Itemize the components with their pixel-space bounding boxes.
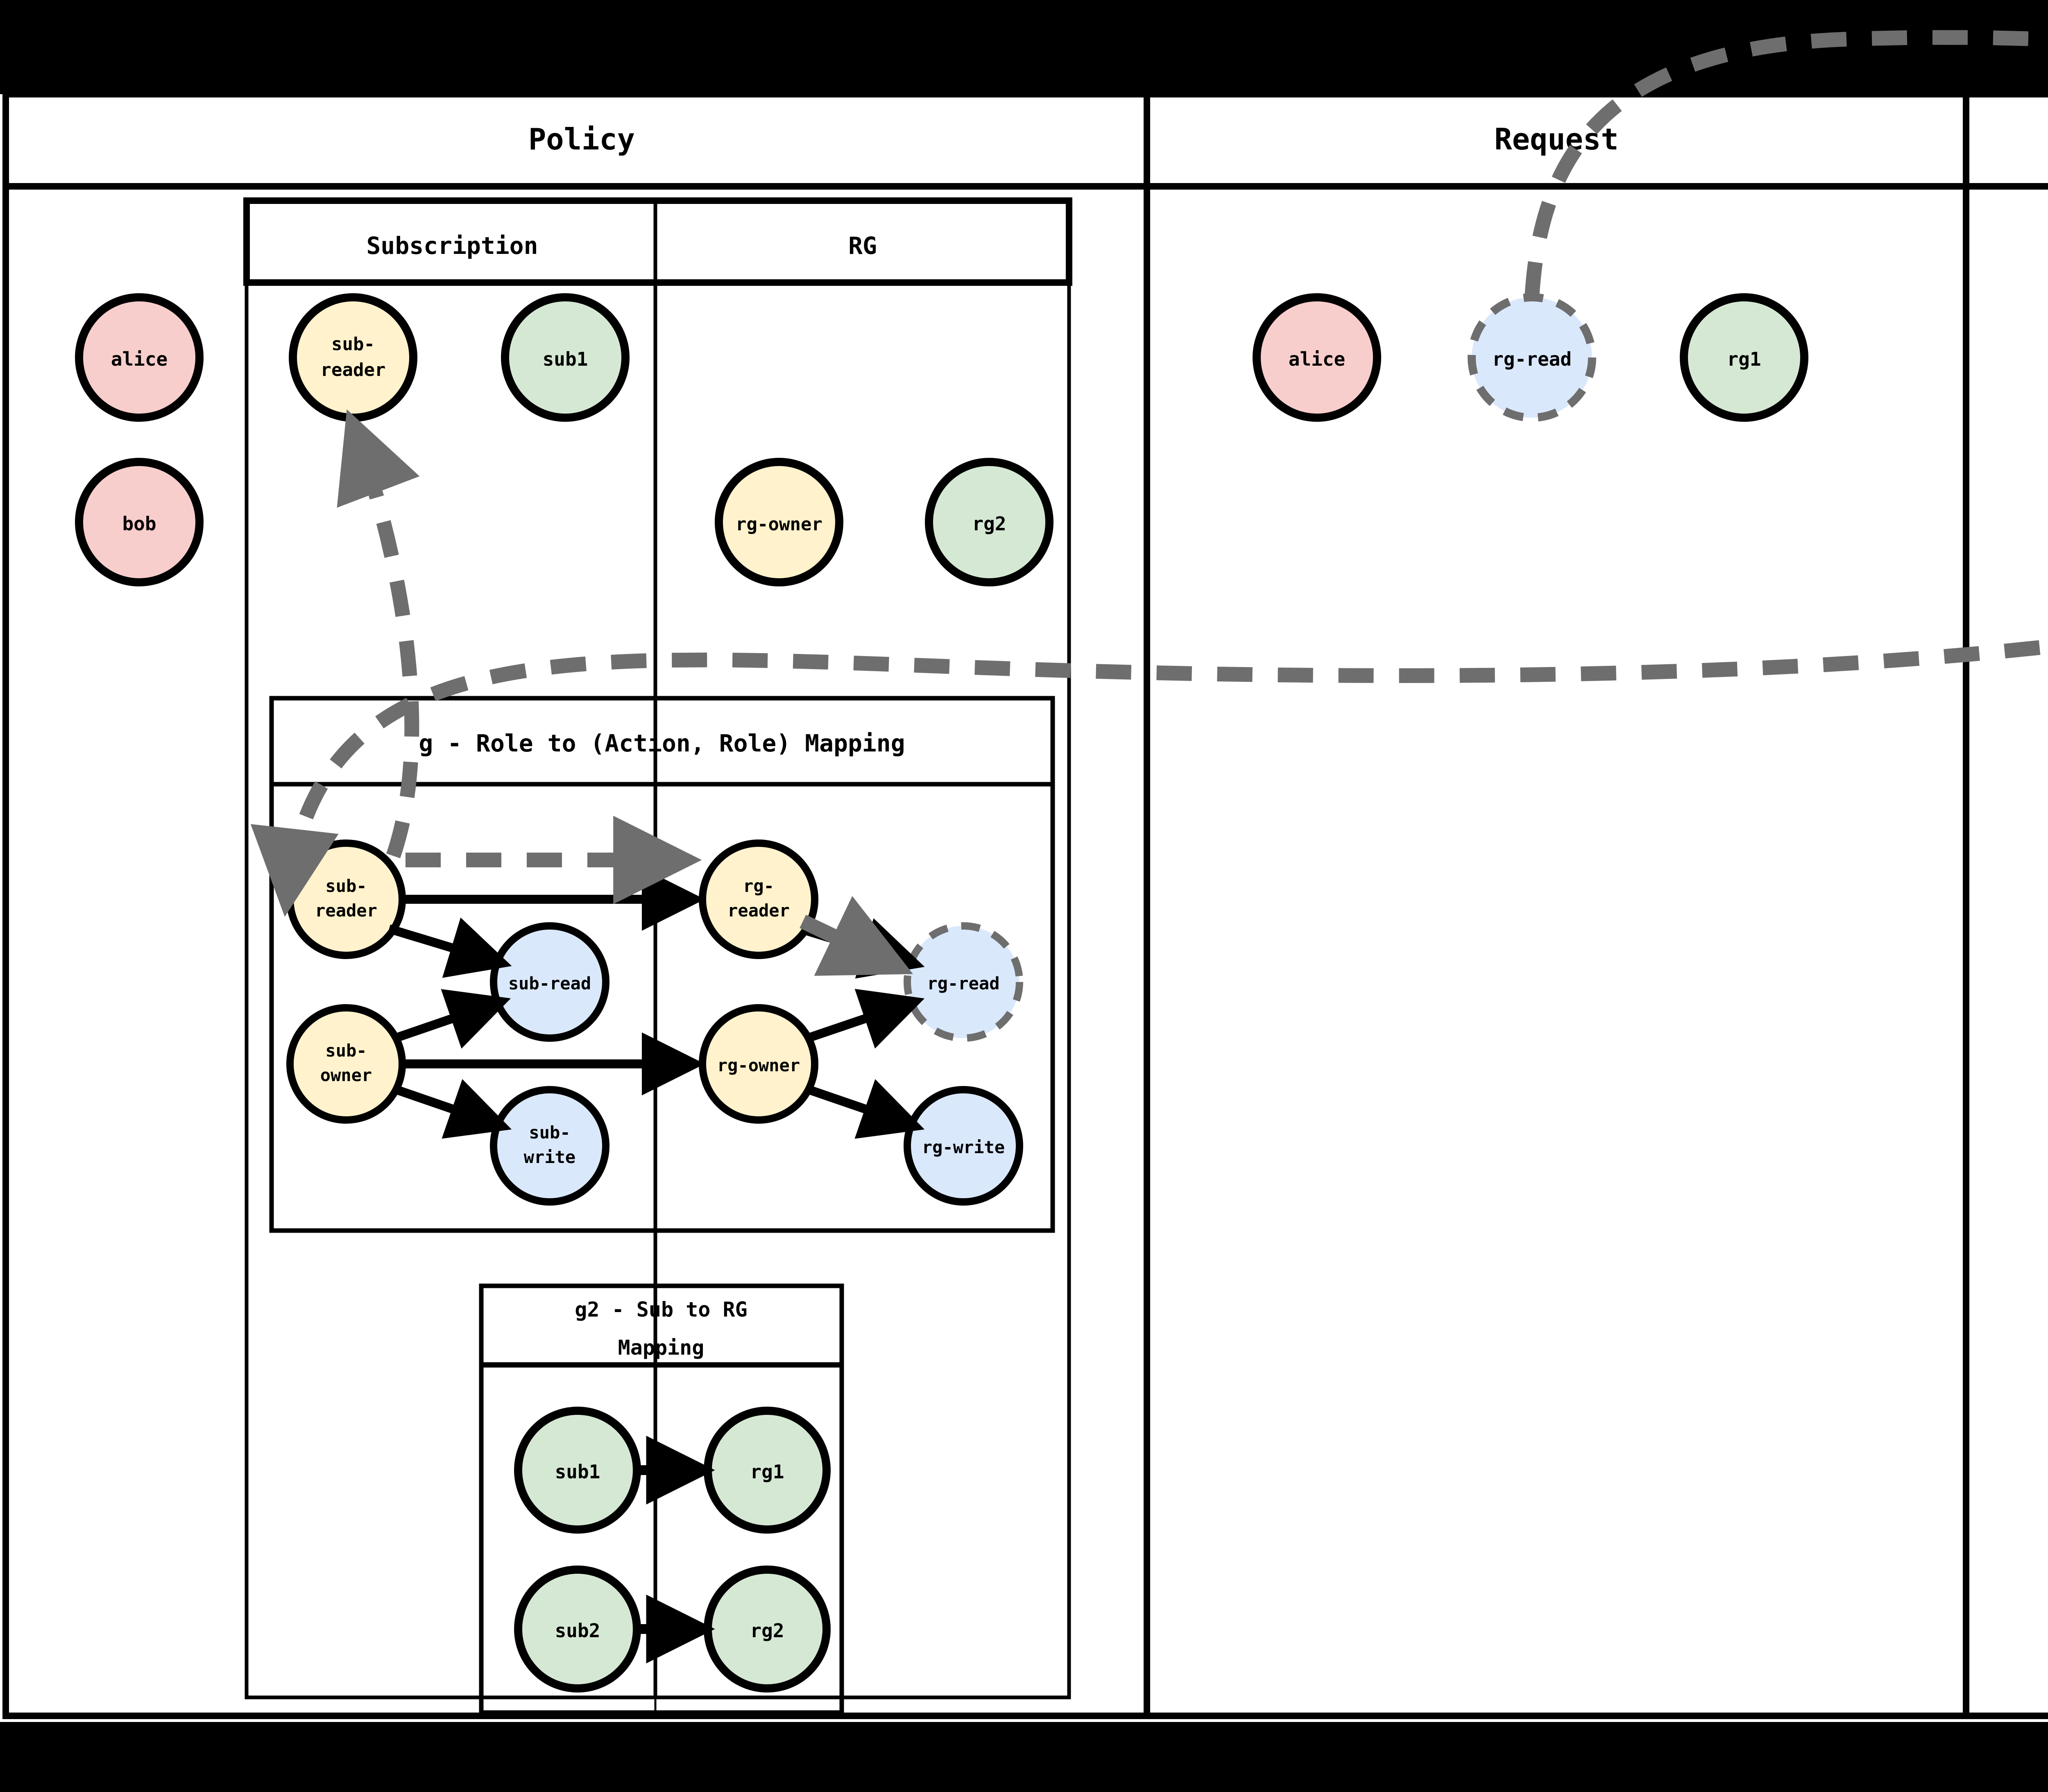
g-node-sub-write-label: write <box>524 1147 575 1167</box>
g2-mapping-edges <box>640 1436 715 1663</box>
g2-node-rg2[interactable]: rg2 <box>704 1566 831 1692</box>
panel-title-policy: Policy <box>528 122 635 156</box>
policy-user-bob-label: bob <box>122 513 156 535</box>
request-node-rg1[interactable]: rg1 <box>1680 293 1808 422</box>
svg-text:rg-: rg- <box>743 876 774 896</box>
g2-mapping-title-line2: Mapping <box>618 1336 705 1360</box>
flow-connectors <box>251 30 2048 976</box>
flow-g-rgreader-to-rgread <box>800 896 913 976</box>
g-node-sub-write[interactable]: sub- write <box>490 1086 609 1206</box>
column-header-rg: RG <box>848 232 877 260</box>
g-node-sub-reader-label: reader <box>315 901 377 921</box>
g2-node-sub2-label: sub2 <box>555 1620 600 1642</box>
g-node-rg-read-label: rg-read <box>927 973 999 993</box>
svg-text:sub-: sub- <box>325 1041 367 1061</box>
g-node-sub-owner-label: owner <box>320 1065 372 1085</box>
g-node-rg-write[interactable]: rg-write <box>904 1086 1023 1206</box>
policy-node-sub1[interactable]: sub1 <box>501 293 630 422</box>
edge-subowner-subwrite <box>394 1079 512 1139</box>
g2-node-sub1-label: sub1 <box>555 1461 600 1483</box>
g-node-rg-owner[interactable]: rg-owner <box>699 1004 818 1124</box>
g2-node-sub2[interactable]: sub2 <box>514 1566 641 1692</box>
g-node-rg-reader-label: reader <box>727 901 790 921</box>
request-node-rg1-label: rg1 <box>1727 348 1761 370</box>
g2-node-rg1-label: rg1 <box>750 1461 784 1483</box>
g-node-rg-owner-label: rg-owner <box>717 1055 800 1075</box>
request-node-rg-read[interactable]: rg-read <box>1468 293 1596 422</box>
g-mapping-title: g - Role to (Action, Role) Mapping <box>419 729 905 757</box>
policy-node-sub-reader[interactable]: sub- reader <box>289 293 417 422</box>
svg-text:sub-: sub- <box>325 876 367 896</box>
request-node-alice-label: alice <box>1289 348 1345 370</box>
edge-rgowner-rgread <box>806 989 925 1049</box>
flow-g-subreader-to-policy-subreader <box>337 409 420 858</box>
flow-request-to-matching <box>1525 30 2048 298</box>
panel-frame <box>2 91 2048 1719</box>
edge-rgowner-rgwrite <box>806 1079 925 1139</box>
g-node-rg-write-label: rg-write <box>922 1137 1005 1157</box>
svg-text:sub-: sub- <box>529 1122 570 1143</box>
policy-user-alice-label: alice <box>111 348 168 370</box>
g-node-sub-owner[interactable]: sub- owner <box>286 1004 406 1124</box>
policy-node-rg2-label: rg2 <box>972 513 1006 535</box>
g-node-sub-reader[interactable]: sub- reader <box>286 839 406 959</box>
svg-text:reader: reader <box>321 360 386 380</box>
g-node-rg-read[interactable]: rg-read <box>904 922 1023 1042</box>
column-header-subscription: Subscription <box>366 232 538 260</box>
g-node-rg-reader[interactable]: rg- reader <box>699 839 818 959</box>
edge-subreader-subread <box>387 917 512 978</box>
g2-node-rg1[interactable]: rg1 <box>704 1407 831 1534</box>
g2-node-rg2-label: rg2 <box>750 1620 784 1642</box>
policy-user-bob[interactable]: bob <box>75 458 204 586</box>
policy-user-alice[interactable]: alice <box>75 293 204 422</box>
policy-node-rg-owner[interactable]: rg-owner <box>715 458 843 586</box>
policy-node-rg2[interactable]: rg2 <box>925 458 1053 586</box>
request-node-rg-read-label: rg-read <box>1492 348 1572 370</box>
policy-node-sub1-label: sub1 <box>543 348 588 370</box>
policy-node-sub-reader-label: sub- <box>331 334 375 355</box>
g2-mapping-title-line1: g2 - Sub to RG <box>575 1298 747 1321</box>
policy-columns-header <box>243 197 1072 286</box>
policy-node-rg-owner-label: rg-owner <box>736 514 822 535</box>
request-node-alice[interactable]: alice <box>1253 293 1381 422</box>
g2-node-sub1[interactable]: sub1 <box>514 1407 641 1534</box>
g-node-sub-read[interactable]: sub-read <box>490 922 609 1042</box>
edge-subowner-subread <box>394 989 511 1049</box>
g-node-sub-read-label: sub-read <box>508 973 591 993</box>
